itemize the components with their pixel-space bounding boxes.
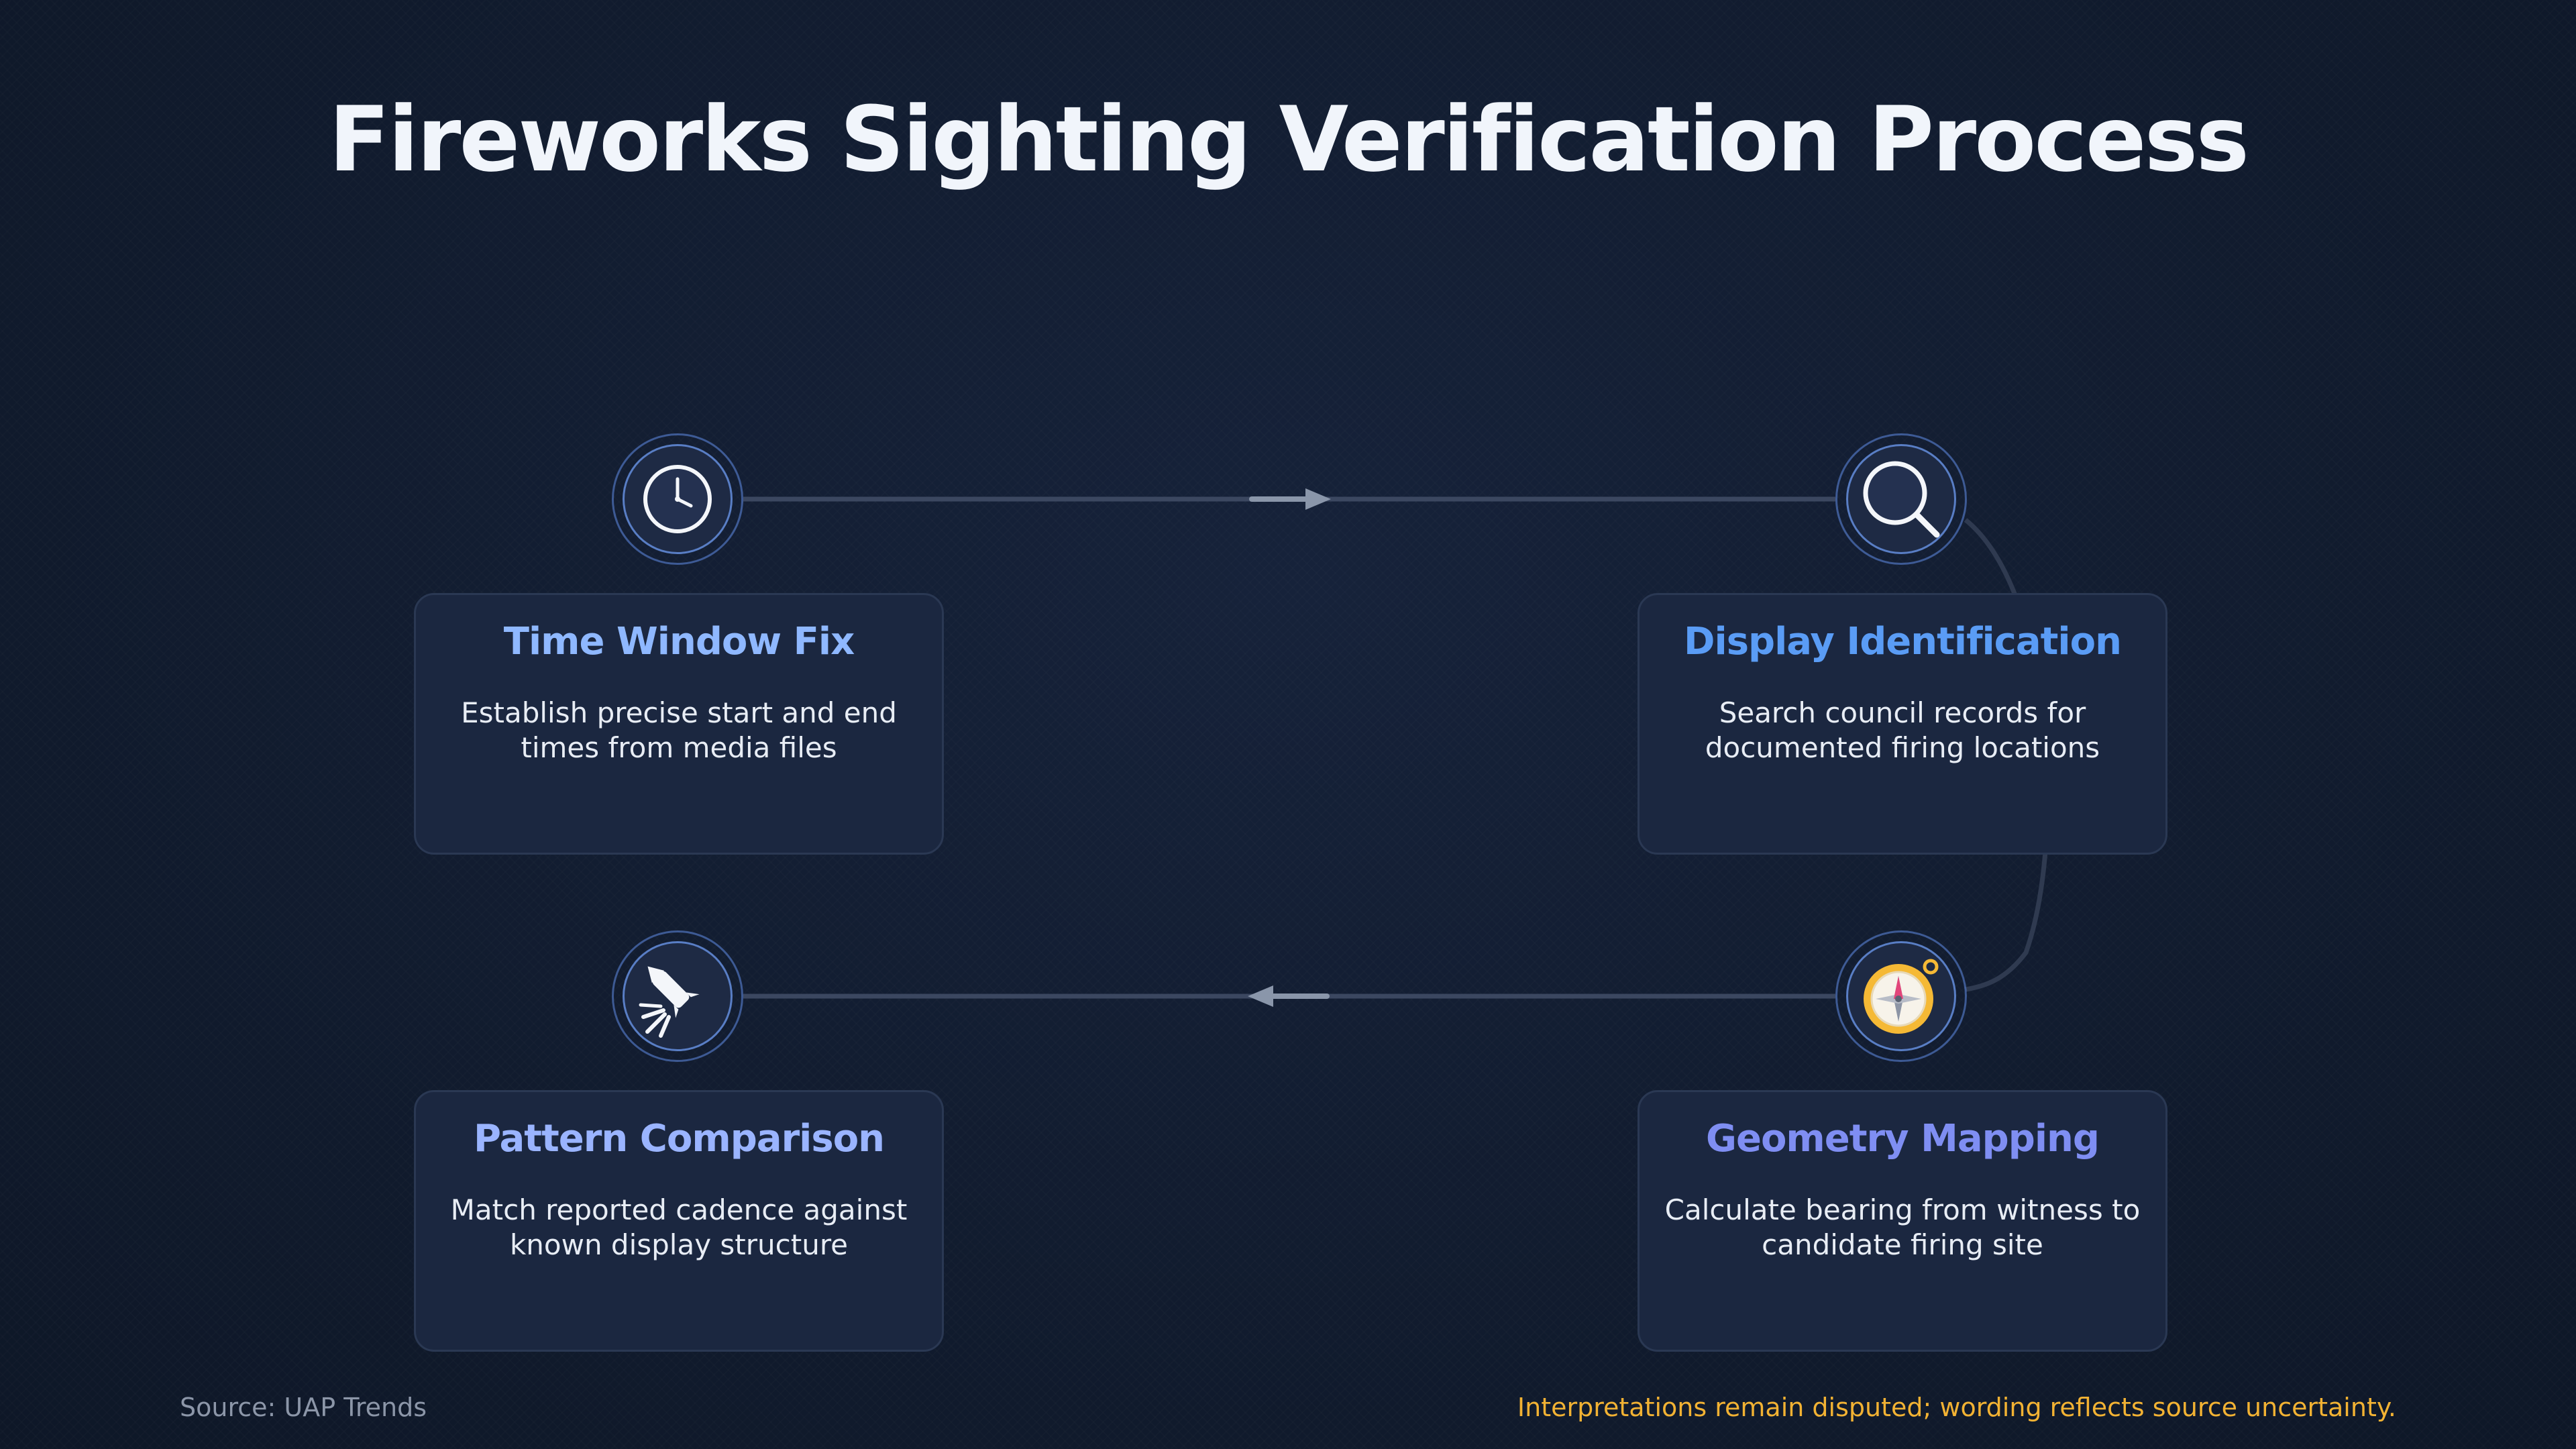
step-node-pattern-comparison	[612, 930, 743, 1062]
arrow-left-icon	[1248, 985, 1330, 1007]
step-card-geometry-mapping: Geometry Mapping Calculate bearing from …	[1638, 1090, 2167, 1352]
step-description: Match reported cadence against known dis…	[450, 1193, 908, 1261]
step-description: Establish precise start and end times fr…	[461, 696, 897, 764]
step-node-geometry-mapping	[1835, 930, 1967, 1062]
step-card-time-window: Time Window Fix Establish precise start …	[414, 593, 944, 855]
step-title: Pattern Comparison	[473, 1117, 885, 1161]
step-node-time-window	[612, 433, 743, 565]
clock-icon	[643, 465, 712, 533]
step-title: Geometry Mapping	[1706, 1117, 2100, 1161]
page-title: Fireworks Sighting Verification Process	[328, 87, 2249, 192]
step-title: Display Identification	[1684, 620, 2122, 663]
step-card-pattern-comparison: Pattern Comparison Match reported cadenc…	[414, 1090, 944, 1352]
magnifier-icon	[1863, 461, 1940, 538]
arrow-right-icon	[1249, 488, 1331, 510]
uncertainty-note: Interpretations remain disputed; wording…	[1517, 1393, 2396, 1422]
compass-icon	[1864, 959, 1939, 1034]
step-node-display-identification	[1835, 433, 1967, 565]
step-description: Search council records for documented fi…	[1705, 696, 2100, 764]
step-card-display-identification: Display Identification Search council re…	[1638, 593, 2167, 855]
firework-rocket-icon	[639, 966, 700, 1038]
step-description: Calculate bearing from witness to candid…	[1664, 1193, 2141, 1261]
source-caption: Source: UAP Trends	[180, 1393, 427, 1422]
step-title: Time Window Fix	[503, 620, 855, 663]
